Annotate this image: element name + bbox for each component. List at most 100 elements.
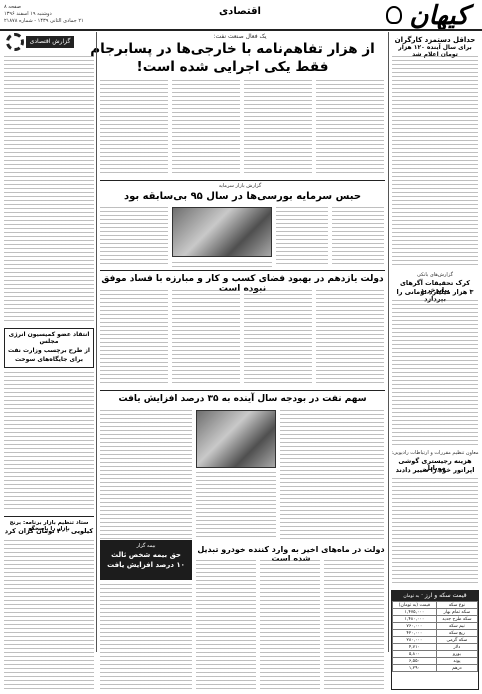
table-cell: ربع سکه — [435, 629, 479, 637]
table-header-row: نوع سکه قیمت (به تومان) — [392, 601, 479, 609]
page-number: صفحه ۸ — [4, 4, 21, 10]
section-rule — [100, 270, 385, 271]
table-cell: ۷۶۰,۰۰۰ — [392, 622, 437, 630]
gold-table-title: قیمت سکه و ارز — [424, 592, 467, 599]
main-kicker: یک فعال صنعت نفت: — [213, 33, 267, 40]
main-body-col1 — [100, 80, 168, 176]
right2-headline-line1: کرک تحقیقات آگرهای بیابرخرید — [399, 279, 471, 295]
stock-body-col1 — [100, 207, 168, 267]
left-middle-body — [4, 372, 94, 512]
table-cell: دلار — [435, 643, 479, 651]
import-headline: دولت در ماه‌های اخیر به وارد کننده خودرو… — [197, 545, 385, 564]
oil-body-col2 — [196, 472, 276, 540]
column-rule — [388, 32, 389, 652]
speaker-photo — [196, 410, 276, 468]
import-body-col2 — [260, 560, 320, 690]
table-cell: سکه تمام بهار — [435, 608, 479, 616]
main-headline-line1: از هزار تفاهم‌نامه با خارجی‌ها در پسابرج… — [90, 41, 375, 57]
bottom-left-body — [4, 540, 94, 690]
import-body-col1 — [196, 560, 256, 690]
gold-price-table: قیمت سکه و ارز · به تومان نوع سکه قیمت (… — [391, 590, 479, 690]
emblem-icon — [386, 6, 402, 24]
gear-icon — [6, 33, 24, 51]
section-rule — [4, 516, 94, 517]
report-badge: گزارش اقتصادی — [26, 36, 74, 48]
insurance-box: بیمه گزار حق بیمه شخص ثالث ۱۰ درصد افزای… — [100, 540, 192, 580]
energy-commission-box: انتقاد عضو کمیسیون انرژی مجلس از طرح برچ… — [4, 328, 94, 368]
stock-market-photo — [172, 207, 272, 257]
section-rule — [100, 390, 385, 391]
table-header-cell: قیمت (به تومان) — [392, 601, 437, 609]
stock-kicker: گزارش بازار سرمایه — [218, 183, 262, 189]
table-cell: پوند — [435, 657, 479, 665]
right3-kicker: معاون تنظیم مقررات و ارتباطات رادیویی: — [391, 450, 479, 456]
table-cell: نیم سکه — [435, 622, 479, 630]
section-label: اقتصادی — [219, 6, 261, 17]
oil-budget-headline: سهم نفت در بودجه سال آینده به ۳۵ درصد اف… — [118, 394, 367, 404]
main-headline-line2: فقط یکی اجرایی شده است! — [136, 59, 329, 75]
table-cell: ۴,۷۱۰ — [392, 643, 437, 651]
insurance-body — [100, 584, 192, 690]
stock-body-col2 — [172, 262, 272, 267]
bottom-left-headline-line2: کیلویی ۴۰۰ تومان گران کرد — [4, 527, 94, 535]
right2-body — [392, 300, 478, 448]
right3-headline-line2: اپراتور خود را تغییر دادند — [395, 466, 475, 474]
left-box-headline-line3: برای جایگاه‌های سوخت — [14, 355, 84, 363]
business-body-col1 — [100, 290, 168, 386]
main-body-col3 — [244, 80, 312, 176]
table-cell: ۵,۸۰۰ — [392, 650, 437, 658]
right2-headline-line2: ۳ هزار میلیارد تومانی را بپردازد — [396, 288, 474, 303]
gold-table-header: قیمت سکه و ارز · به تومان — [392, 591, 478, 601]
table-cell: سکه گرمی — [435, 636, 479, 644]
stock-headline: حبس سرمایه بورسی‌ها در سال ۹۵ بی‌سابقه ب… — [123, 191, 362, 202]
right-body — [392, 56, 478, 268]
right-headline-line1: حداقل دستمزد کارگران — [394, 36, 476, 44]
table-cell: یورو — [435, 650, 479, 658]
gold-table-unit: به تومان — [403, 594, 420, 599]
table-cell: ۶,۵۵۰ — [392, 657, 437, 665]
table-cell: ۴۲۰,۰۰۰ — [392, 629, 437, 637]
table-cell: ۲۸۰,۰۰۰ — [392, 636, 437, 644]
issue-line: ۲۱ جمادی الثانی ۱۴۳۹ - شماره ۲۱۸۷۸ — [4, 18, 84, 24]
report-badge-label: گزارش اقتصادی — [29, 38, 71, 45]
section-rule — [100, 180, 385, 181]
table-cell: درهم — [435, 664, 479, 672]
table-cell: ۱,۲۹۰ — [392, 664, 437, 672]
business-body-col3 — [244, 290, 312, 386]
oil-body-col3 — [280, 410, 384, 540]
masthead-rule — [0, 29, 482, 31]
left-top-body — [4, 56, 94, 324]
table-cell: سکه طرح جدید — [435, 615, 479, 623]
import-body-col3 — [324, 560, 384, 690]
insurance-kicker: بیمه گزار — [136, 543, 156, 549]
stock-body-col3 — [276, 207, 328, 267]
main-body-col4 — [316, 80, 384, 176]
masthead: کیهان اقتصادی صفحه ۸ دوشنبه ۱۹ اسفند ۱۳۹… — [0, 0, 482, 46]
right2-kicker: گزارش‌های بانکی — [417, 272, 453, 278]
insurance-headline-line2: ۱۰ درصد افزایش یافت — [107, 561, 185, 569]
date-line: دوشنبه ۱۹ اسفند ۱۳۹۶ — [4, 11, 52, 17]
table-cell: ۱,۴۷۵,۰۰۰ — [392, 608, 437, 616]
insurance-headline-line1: حق بیمه شخص ثالث — [111, 551, 181, 559]
left-box-headline-line2: از طرح برچسب وزارت نفت — [8, 346, 90, 354]
right3-body — [392, 478, 478, 586]
right-headline-line2: برای سال آینده ۱۲۰ هزار تومان اعلام شد — [398, 44, 472, 58]
right3-headline-line1: هزینه رجیستری گوشی موبایل — [398, 457, 472, 473]
main-body-col2 — [172, 80, 240, 176]
business-headline: دولت یازدهم در بهبود فضای کسب و کار و مب… — [101, 274, 384, 295]
stock-body-col4 — [332, 207, 384, 267]
left-box-headline-line1: انتقاد عضو کمیسیون انرژی مجلس — [8, 331, 90, 345]
table-header-cell: نوع سکه — [435, 601, 479, 609]
table-cell: ۱,۴۸۰,۰۰۰ — [392, 615, 437, 623]
masthead-logo: کیهان — [409, 1, 469, 31]
oil-body-col1 — [100, 410, 192, 540]
